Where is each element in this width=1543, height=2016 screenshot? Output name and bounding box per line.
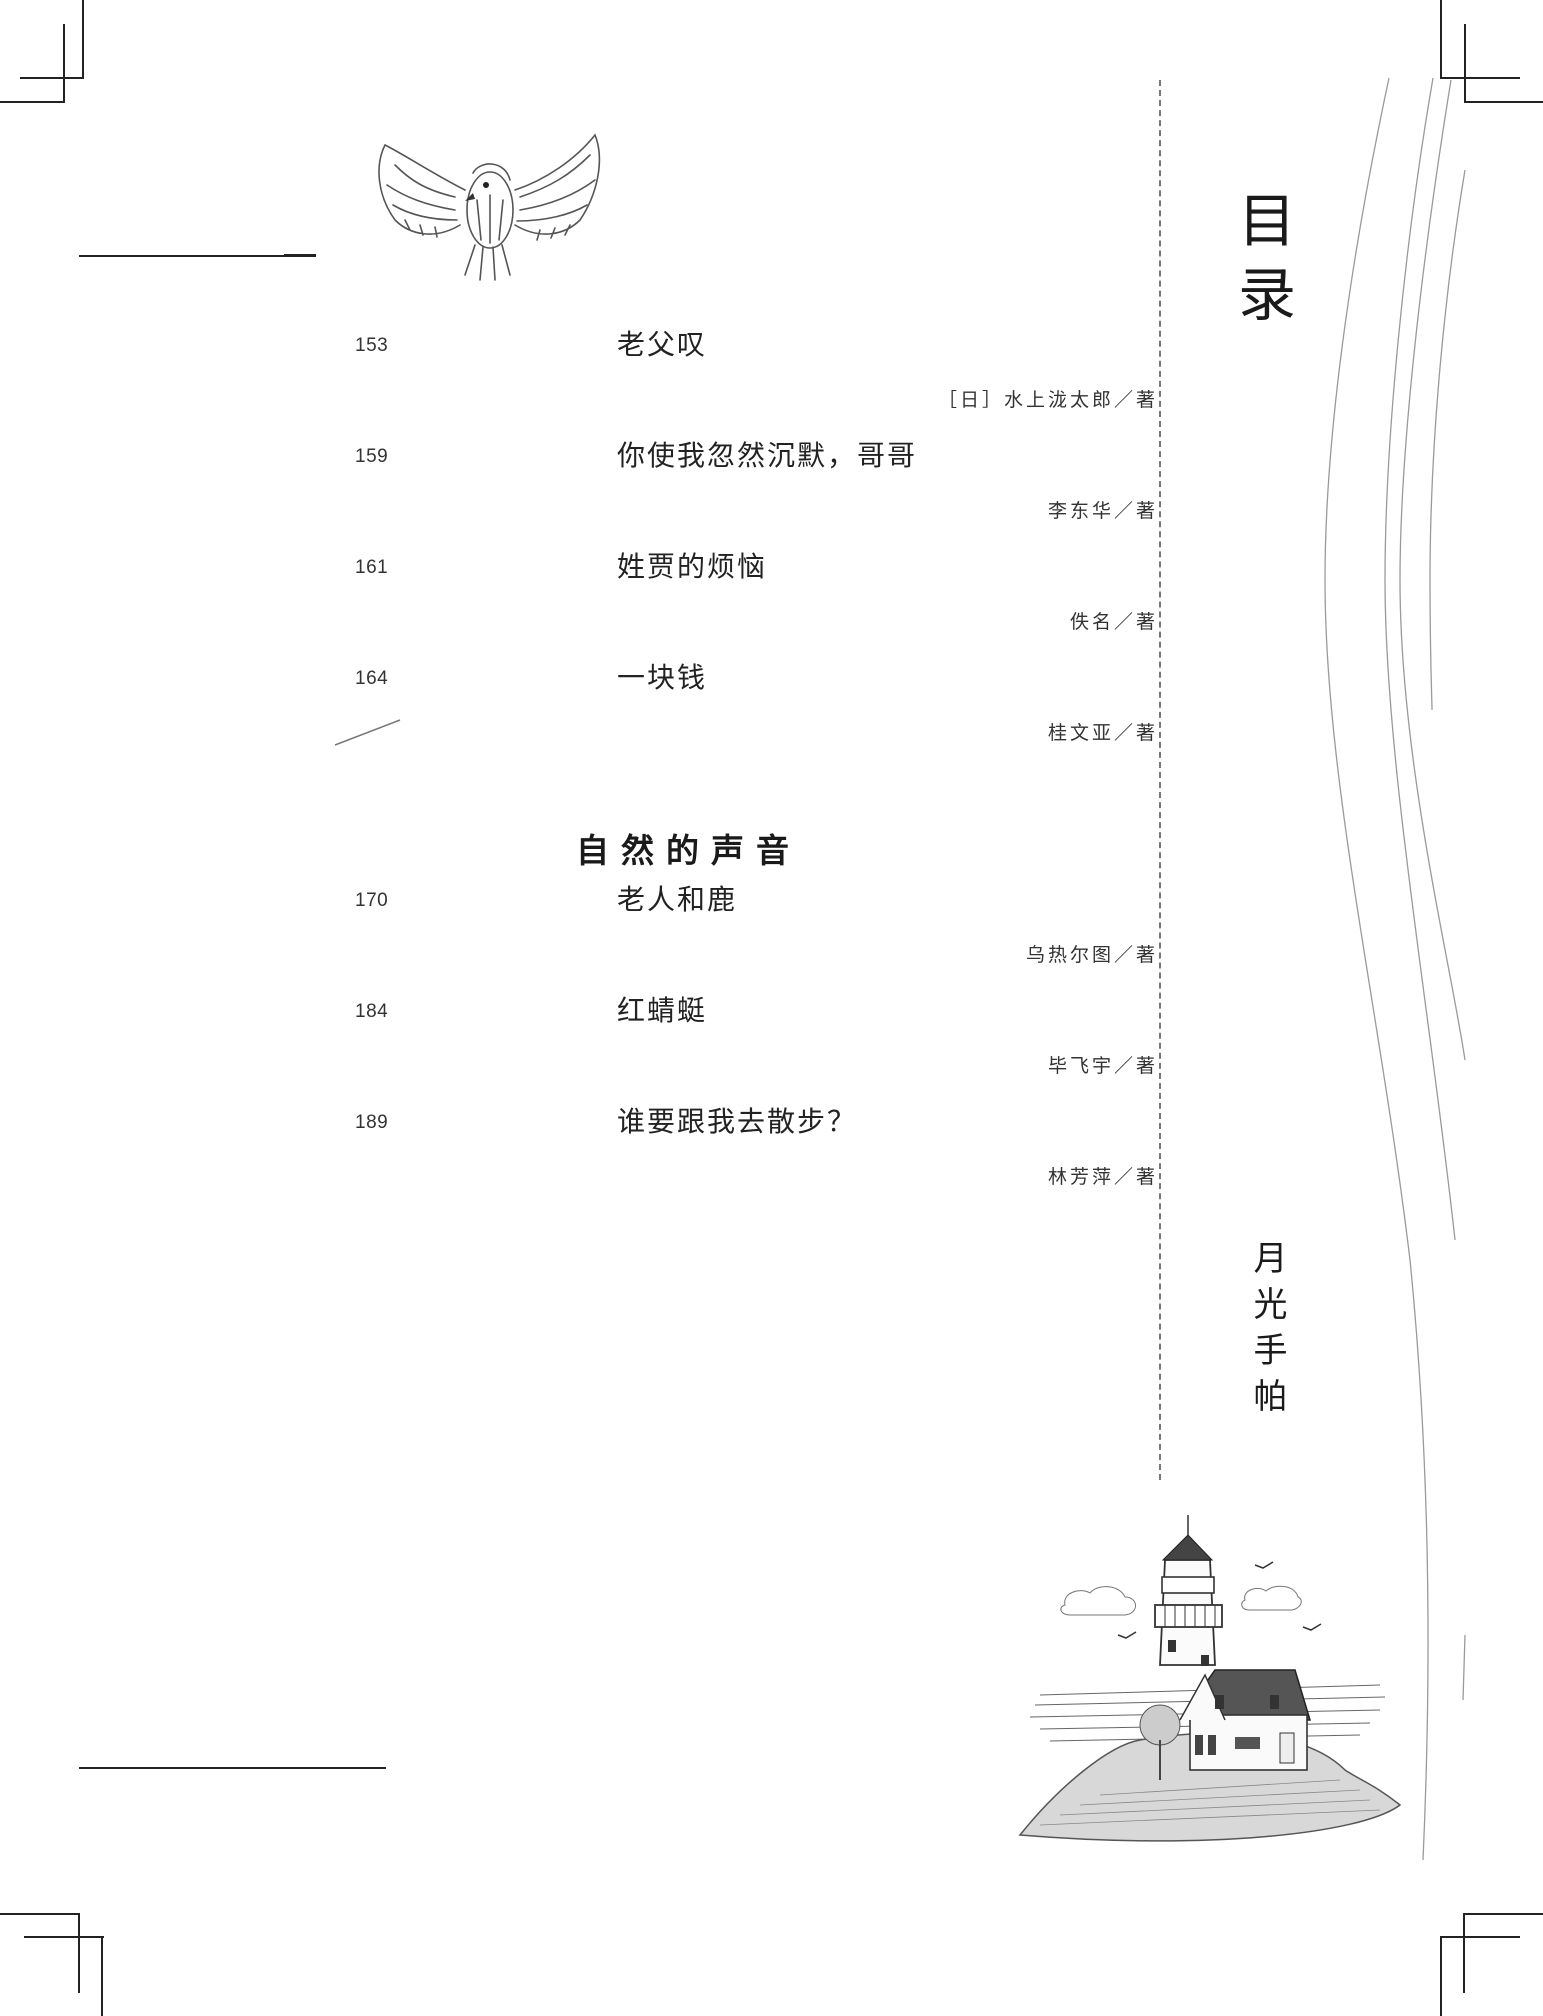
contents-title: 目录 <box>1228 190 1296 338</box>
page-number: 153 <box>355 335 389 356</box>
page-number: 170 <box>355 890 389 911</box>
entry-author: 乌热尔图／著 <box>1025 944 1158 966</box>
page-number: 189 <box>355 1112 389 1133</box>
entry-author: 桂文亚／著 <box>1047 722 1158 744</box>
entry-author: 林芳萍／著 <box>1047 1166 1158 1188</box>
entry-author: 佚名／著 <box>1069 611 1158 633</box>
entry-title[interactable]: 你使我忽然沉默，哥哥 <box>617 439 918 472</box>
lighthouse-illustration <box>1018 1515 1402 1842</box>
page-number: 164 <box>355 668 389 689</box>
top-rule <box>79 255 315 257</box>
diagonal-stroke <box>334 719 401 746</box>
entry-title[interactable]: 老人和鹿 <box>617 883 738 916</box>
entry-author: ［日］水上泷太郎／著 <box>937 389 1158 411</box>
entry-title[interactable]: 谁要跟我去散步？ <box>617 1105 858 1138</box>
top-rule-accent <box>284 254 316 257</box>
entry-author: 毕飞宇／著 <box>1047 1055 1158 1077</box>
bird-illustration <box>378 133 601 281</box>
page-number: 184 <box>355 1001 389 1022</box>
page-number: 161 <box>355 557 389 578</box>
entry-author: 李东华／著 <box>1047 500 1158 522</box>
entry-title[interactable]: 一块钱 <box>617 661 708 694</box>
bottom-rule <box>79 1767 386 1769</box>
entry-title[interactable]: 姓贾的烦恼 <box>617 550 768 583</box>
section-heading: 自然的声音 <box>576 831 801 870</box>
book-title: 月光手帕 <box>1247 1240 1287 1424</box>
decorative-curves <box>1324 77 1466 1861</box>
entry-title[interactable]: 红蜻蜓 <box>617 994 708 1027</box>
page-number: 159 <box>355 446 389 467</box>
dashed-divider <box>1159 80 1161 1480</box>
entry-title[interactable]: 老父叹 <box>617 328 708 361</box>
